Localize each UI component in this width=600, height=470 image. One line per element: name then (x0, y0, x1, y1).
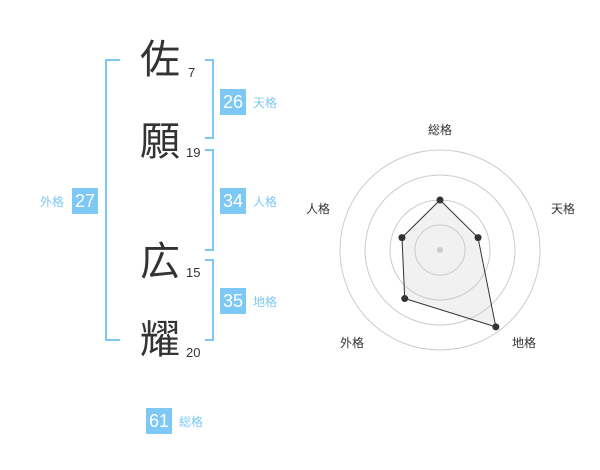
name-char-1: 佐 (140, 37, 180, 83)
chikaku-value: 35 (220, 288, 246, 314)
radar-axis-label-jinkaku: 人格 (306, 201, 330, 216)
tenkaku-bracket (205, 59, 214, 139)
radar-axis-label-gaikaku: 外格 (340, 335, 364, 350)
jinkaku-bracket (205, 149, 214, 251)
radar-point (492, 323, 500, 331)
radar-point (401, 295, 409, 303)
radar-polygon (401, 199, 497, 328)
stroke-count-4: 20 (186, 345, 201, 360)
radar-point (398, 234, 406, 242)
soukaku-value: 61 (146, 408, 172, 434)
tenkaku-label: 天格 (253, 96, 278, 110)
soukaku-label: 総格 (179, 415, 204, 429)
radar-axis-label-tenkaku: 天格 (551, 201, 575, 216)
tenkaku-value: 26 (220, 89, 246, 115)
stroke-count-3: 15 (186, 265, 201, 280)
name-char-3: 広 (140, 239, 180, 285)
radar-point (436, 196, 444, 204)
radar-point (474, 234, 482, 242)
chikaku-label: 地格 (253, 295, 278, 309)
jinkaku-value: 34 (220, 188, 246, 214)
chikaku-bracket (205, 259, 214, 341)
gaikaku-bracket (105, 59, 120, 341)
radar-ring (414, 224, 466, 276)
gaikaku-label: 外格 (40, 195, 65, 209)
stroke-count-1: 7 (188, 65, 196, 80)
stroke-count-2: 19 (186, 145, 201, 160)
radar-axis-label-soukaku: 総格 (428, 122, 452, 137)
jinkaku-label: 人格 (253, 195, 278, 209)
radar-axis-label-chikaku: 地格 (512, 335, 536, 350)
radar-ring (339, 149, 541, 351)
radar-center-dot (437, 247, 443, 253)
radar-ring (364, 174, 516, 326)
name-char-4: 耀 (140, 317, 180, 363)
gaikaku-value: 27 (72, 188, 98, 214)
name-char-2: 願 (140, 119, 180, 165)
